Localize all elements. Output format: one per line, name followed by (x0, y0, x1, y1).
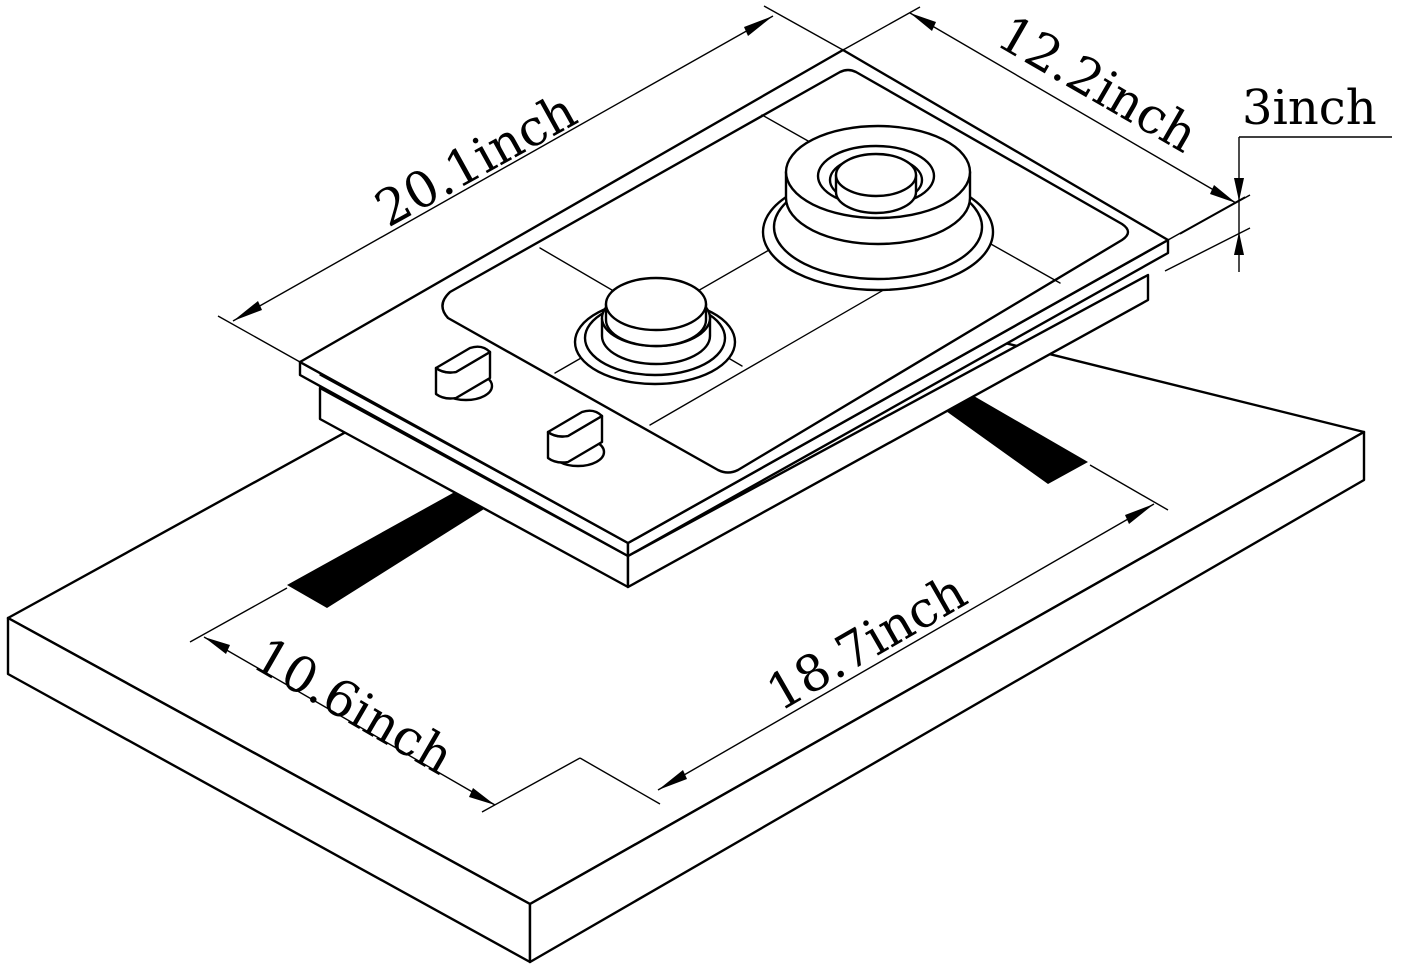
label-cooktop-height: 3inch (1242, 80, 1377, 136)
dimension-cooktop-height: 3inch (1164, 80, 1392, 272)
countertop-slab (6, 256, 1366, 964)
label-cooktop-width: 12.2inch (988, 4, 1207, 164)
countertop-cutout (287, 388, 1088, 608)
control-knob-1 (434, 345, 494, 402)
large-burner (761, 124, 995, 292)
small-burner (573, 276, 737, 386)
control-knob-2 (546, 409, 606, 468)
label-cooktop-length: 20.1inch (366, 81, 586, 238)
